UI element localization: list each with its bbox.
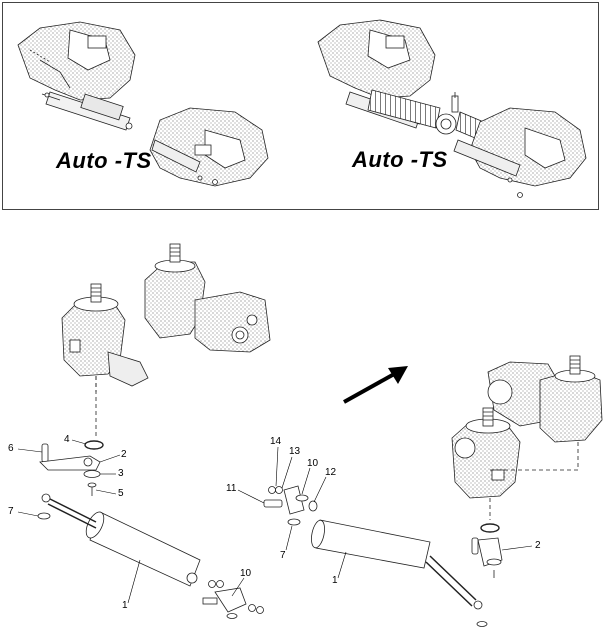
auto-ts-label-right: Auto -TS <box>352 147 448 172</box>
callout-6: 6 <box>8 443 14 454</box>
callout-7-left: 7 <box>8 506 14 517</box>
callout-1-right: 1 <box>332 575 338 586</box>
top-left-axle-assembly <box>17 21 269 187</box>
callout-1-left: 1 <box>122 600 128 611</box>
callout-leaders <box>17 439 533 604</box>
callout-4: 4 <box>64 434 70 445</box>
left-cylinder-parts <box>37 440 264 619</box>
auto-ts-label-left: Auto -TS <box>56 148 152 173</box>
overview-frame <box>2 2 599 210</box>
callout-2-left: 2 <box>121 449 127 460</box>
direction-arrow-icon <box>343 366 408 404</box>
callout-5: 5 <box>118 488 124 499</box>
callout-7-right: 7 <box>280 550 286 561</box>
callout-13: 13 <box>289 446 301 457</box>
left-steering-gear-pair <box>61 243 271 436</box>
right-cylinder-parts <box>263 485 503 627</box>
callout-11: 11 <box>226 483 237 494</box>
callout-2-right: 2 <box>535 540 541 551</box>
right-steering-gear-pair <box>451 355 603 520</box>
callout-10-right: 10 <box>307 458 319 469</box>
callout-3: 3 <box>118 468 124 479</box>
top-right-axle-assembly <box>317 19 587 198</box>
callout-10-left: 10 <box>240 568 252 579</box>
callout-12: 12 <box>325 467 337 478</box>
callout-14: 14 <box>270 436 282 447</box>
